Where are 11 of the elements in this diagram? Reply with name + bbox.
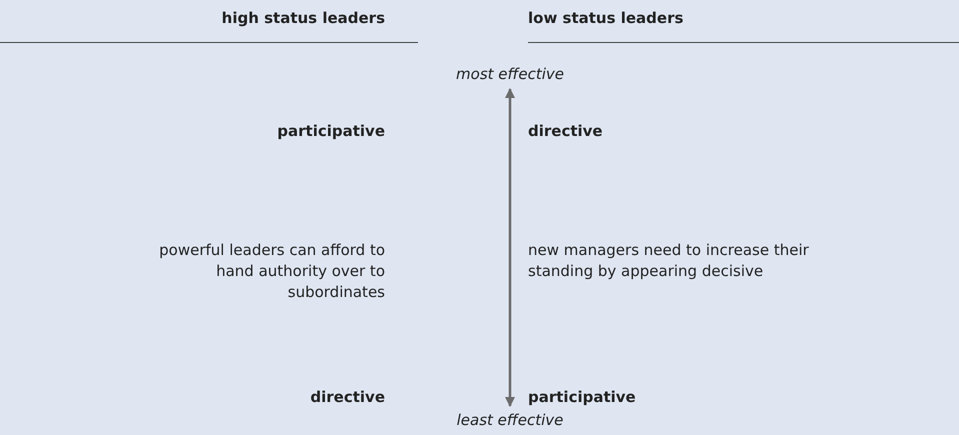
double-arrow: [505, 88, 515, 407]
column-heading: high status leaders: [220, 8, 385, 29]
style-label: directive: [309, 387, 385, 408]
explanation-text: powerful leaders can afford to hand authority over to subordinates: [158, 240, 385, 303]
style-label: directive: [528, 121, 604, 142]
scale-label: most effective: [430, 64, 590, 85]
explanation-text: new managers need to increase their standing by appearing decisive: [528, 240, 810, 282]
style-label: participative: [528, 387, 637, 408]
column-heading: low status leaders: [528, 8, 684, 29]
style-label: participative: [276, 121, 385, 142]
scale-label: least effective: [430, 410, 590, 431]
